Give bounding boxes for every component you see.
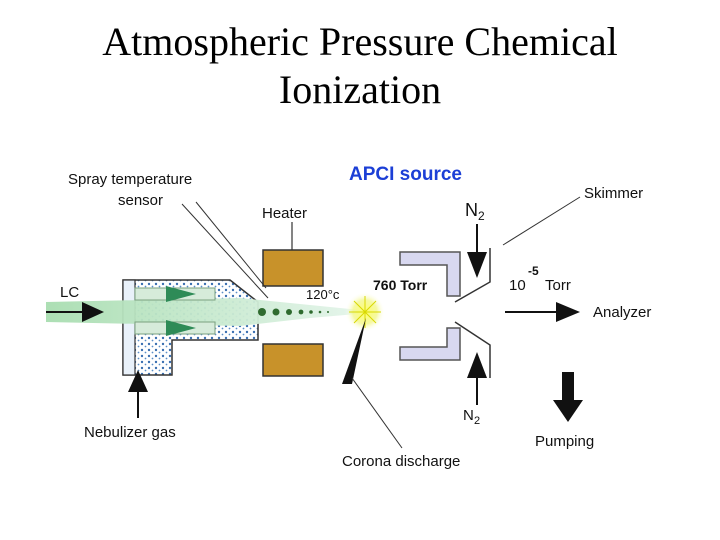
spray-temp-label-line2: sensor (118, 192, 163, 209)
heater-label: Heater (262, 205, 307, 222)
n2-top-label: N (465, 200, 478, 220)
pumping-arrow (553, 372, 583, 422)
n2-chamber-top (399, 251, 461, 297)
flow-arrow-upper (166, 286, 196, 302)
heater-bottom-block (262, 343, 324, 377)
analyzer-arrow (556, 302, 580, 322)
leader-lines (181, 196, 581, 449)
corona-needle (342, 318, 366, 384)
spark-rays (349, 296, 381, 328)
nebulizer-label: Nebulizer gas (84, 424, 176, 441)
n2-bottom-arrow (467, 352, 487, 378)
vacuum-base-label: 10 (509, 277, 526, 294)
apci-source-title: APCI source (349, 164, 462, 185)
slide-title: Atmospheric Pressure Chemical Ionization (0, 18, 720, 114)
n2-chamber-bottom (399, 327, 461, 361)
flow-arrow-lower (166, 320, 196, 336)
slide-title-line1: Atmospheric Pressure Chemical (102, 19, 618, 64)
temperature-label: 120°c (306, 287, 340, 302)
nebulizer-arrow (128, 370, 148, 392)
skimmer-plate-lower (454, 321, 491, 378)
pumping-label: Pumping (535, 433, 594, 450)
n2-top-subscript: 2 (478, 209, 485, 223)
droplets (258, 308, 329, 316)
spray-temp-label-line1: Spray temperature (68, 171, 192, 188)
corona-label: Corona discharge (342, 453, 460, 470)
heater-top-block (262, 249, 324, 287)
slide-title-line2: Ionization (278, 67, 442, 112)
vacuum-unit-label: Torr (545, 277, 571, 294)
skimmer-label: Skimmer (584, 185, 643, 202)
n2-bottom-subscript: 2 (474, 415, 480, 427)
spray-plume (46, 298, 380, 326)
pressure-atm-label: 760 Torr (373, 277, 428, 293)
lc-label: LC (60, 284, 79, 301)
n2-top-arrow (467, 252, 487, 278)
lc-arrow (82, 302, 104, 322)
analyzer-label: Analyzer (593, 304, 651, 321)
vacuum-exponent-label: -5 (528, 264, 539, 278)
n2-bottom-label: N (463, 407, 474, 424)
skimmer-plate-upper (454, 248, 491, 303)
